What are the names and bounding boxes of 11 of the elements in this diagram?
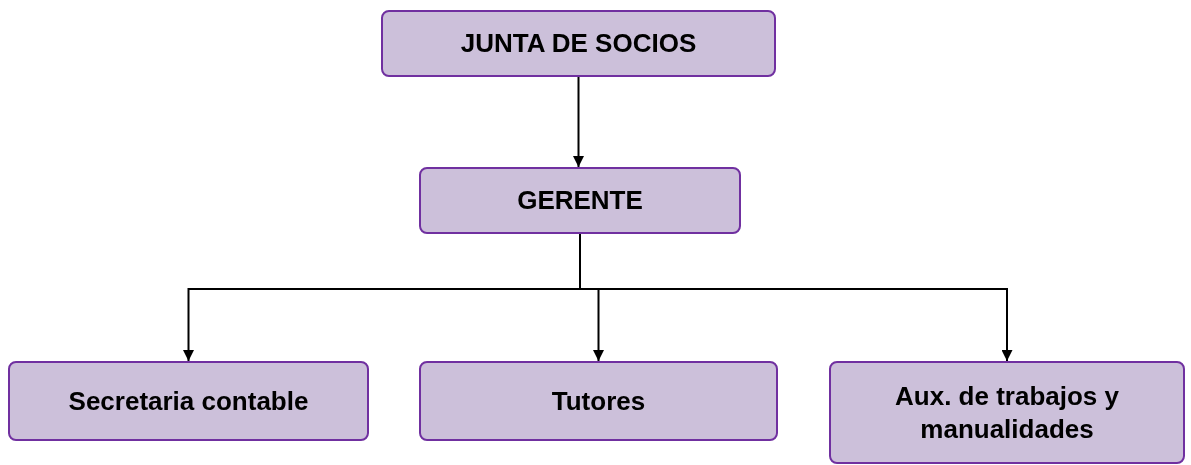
org-box: [381, 10, 776, 77]
org-box: [8, 361, 369, 441]
box-label: JUNTA DE SOCIOS: [460, 27, 697, 60]
org-box: [419, 167, 741, 234]
box-label: Secretaria contable: [68, 384, 309, 418]
org-box: [419, 361, 778, 441]
box-label: Tutores: [551, 384, 646, 418]
box-label: GERENTE: [517, 184, 643, 217]
connector-arrow: [573, 76, 584, 168]
org-box: [829, 361, 1185, 464]
box-label: Aux. de trabajos y manualidades: [894, 380, 1120, 445]
